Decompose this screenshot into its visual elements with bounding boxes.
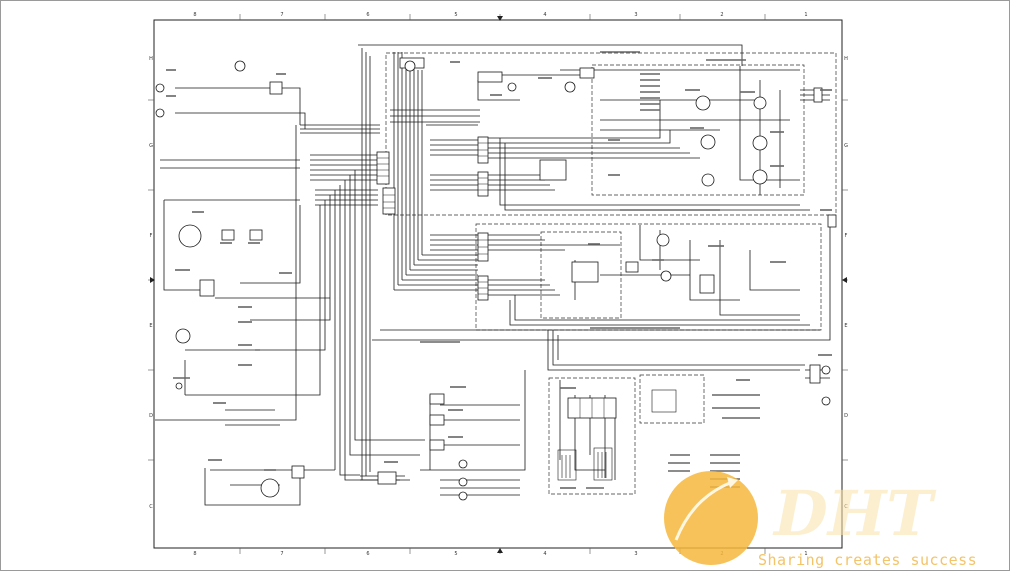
connector-right-edge-1 (813, 87, 823, 103)
gauge-symbol (700, 134, 716, 150)
gauge-symbol (752, 169, 768, 185)
zone-row-right: D (844, 413, 848, 419)
zone-row-right: E (844, 323, 847, 329)
zone-row-left: C (149, 504, 153, 510)
watermark-logo-text: DHT (772, 477, 936, 550)
connector-top-2 (477, 71, 503, 83)
connector-module-4 (625, 261, 639, 273)
connector-right-edge-2 (827, 214, 837, 228)
connector-module-2 (571, 261, 599, 283)
zone-col-top: 6 (366, 12, 369, 18)
watermark-tagline: Sharing creates success (758, 551, 978, 569)
lamp-symbol (660, 270, 672, 282)
connector-module-1 (539, 159, 567, 181)
lamp-symbol (507, 82, 517, 92)
connector-left-4 (221, 229, 235, 241)
connector-right-edge-3 (809, 364, 821, 384)
zone-col-bottom: 7 (280, 551, 283, 557)
dashed-box-small-module (639, 374, 705, 424)
dashed-enclosures (385, 52, 837, 495)
zone-col-top: 8 (193, 12, 196, 18)
zone-row-left: H (149, 56, 153, 62)
center-mark-right (842, 277, 847, 283)
gauge-symbol (752, 135, 768, 151)
watermark-logo: DHT (664, 471, 936, 565)
connector-mid-3 (429, 439, 445, 451)
zone-col-top: 3 (634, 12, 637, 18)
connector-left-2 (269, 81, 283, 95)
zone-col-bottom: 1 (804, 551, 807, 557)
connector-bottom-2 (377, 471, 397, 485)
lamp-symbol (155, 108, 165, 118)
watermark-swoosh (674, 480, 733, 541)
zone-row-left: G (149, 143, 153, 149)
lamp-symbol (821, 396, 831, 406)
zone-row-right: C (844, 504, 848, 510)
connector-mid-1 (429, 393, 445, 405)
zone-row-right: G (844, 143, 848, 149)
wire-bundles (155, 44, 831, 506)
zone-col-bottom: 4 (543, 551, 546, 557)
zone-col-top: 5 (454, 12, 457, 18)
lamp-symbol (564, 81, 576, 93)
dashed-box-lower-harness (475, 223, 822, 331)
connector-top-3 (579, 67, 595, 79)
zone-row-left: D (149, 413, 153, 419)
lamp-symbol (458, 477, 468, 487)
lamp-symbol (458, 459, 468, 469)
connector-mid-2 (429, 414, 445, 426)
lamp-symbol (458, 491, 468, 501)
zone-col-top: 1 (804, 12, 807, 18)
label-marks (166, 51, 832, 489)
zone-col-bottom: 8 (193, 551, 196, 557)
zone-col-top: 2 (720, 12, 723, 18)
zone-row-left: E (149, 323, 152, 329)
zone-col-bottom: 6 (366, 551, 369, 557)
circular-components (155, 60, 831, 501)
dashed-box-instrument-panel (591, 64, 805, 196)
lamp-symbol (821, 365, 831, 375)
center-mark-top (497, 16, 503, 21)
connector-module-3 (699, 274, 715, 294)
zone-row-right: H (844, 56, 848, 62)
motor-symbol (178, 224, 202, 248)
dashed-box-relay-module (548, 377, 636, 495)
gauge-symbol (695, 95, 711, 111)
connector-pins (377, 142, 605, 418)
zone-col-top: 7 (280, 12, 283, 18)
connector-main-2 (382, 187, 396, 215)
motor-symbol (260, 478, 280, 498)
connector-left-1 (199, 279, 215, 297)
gauge-symbol (701, 173, 715, 187)
lamp-symbol (155, 83, 165, 93)
lamp-symbol (234, 60, 246, 72)
motor-symbol (175, 328, 191, 344)
zone-col-bottom: 3 (634, 551, 637, 557)
center-mark-bottom (497, 548, 503, 553)
zone-row-left: F (150, 233, 153, 239)
watermark-circle (664, 471, 758, 565)
gauge-symbol (753, 96, 767, 110)
zone-col-bottom: 5 (454, 551, 457, 557)
connector-left-3 (249, 229, 263, 241)
drawing-border (153, 19, 843, 549)
lamp-symbol (656, 233, 670, 247)
relay-module-internal (557, 389, 677, 481)
lamp-symbol (175, 382, 183, 390)
connector-bottom-1 (291, 465, 305, 479)
zone-row-right: F (845, 233, 848, 239)
connector-main-1 (376, 151, 390, 185)
lamp-symbol (404, 60, 416, 72)
dashed-box-upper-harness (385, 52, 837, 216)
watermark-arrow (727, 477, 738, 488)
center-mark-left (150, 277, 155, 283)
zone-col-top: 4 (543, 12, 546, 18)
